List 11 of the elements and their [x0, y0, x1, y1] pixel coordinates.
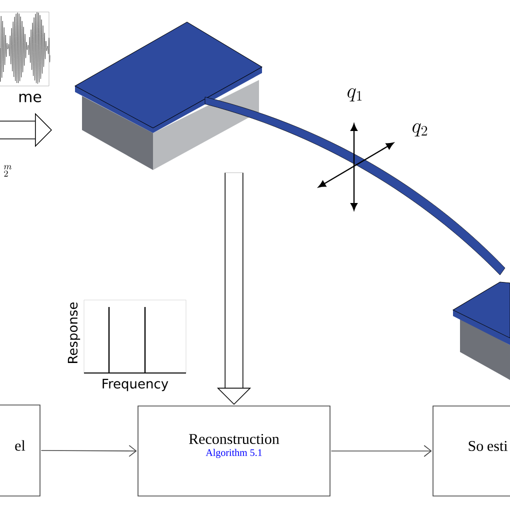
axis-label: Response [68, 302, 80, 363]
process-box: So esti [432, 406, 510, 496]
symbol-label: $q_2$ [412, 123, 428, 136]
axis-label: Frequency [102, 378, 168, 392]
process-box: el [0, 404, 40, 496]
axis-label: me [19, 94, 42, 102]
arrow [330, 445, 432, 457]
symbol-label: $q_1$ [348, 88, 362, 102]
arrow [40, 445, 137, 457]
symbol-label: $^{m}_{2}$ [4, 165, 12, 177]
process-box: Reconstruction Algorithm 5.1 [138, 406, 330, 496]
